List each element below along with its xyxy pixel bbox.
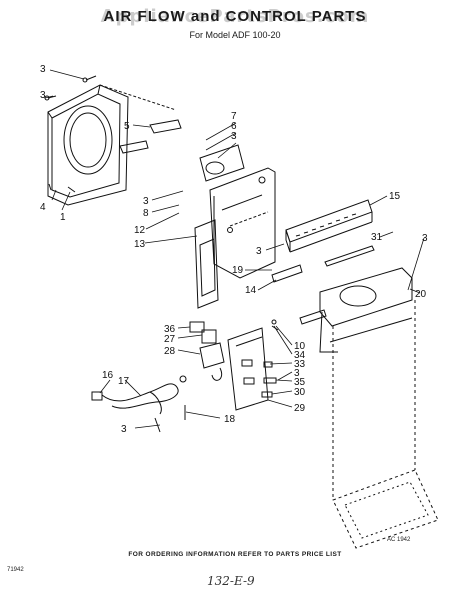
- callout-10: 10: [294, 341, 306, 352]
- callout-3: 3: [121, 424, 127, 435]
- cabinet-base: [319, 267, 439, 549]
- switch-bracket: [227, 327, 269, 411]
- callout-3: 3: [422, 233, 428, 244]
- callout-3: 3: [143, 196, 149, 207]
- callout-1: 1: [60, 212, 66, 223]
- callout-20: 20: [415, 289, 427, 300]
- capacitor-part-6: [199, 144, 245, 182]
- screw-group-top: [44, 75, 97, 193]
- front-grille-panel: [47, 84, 177, 206]
- callout-8: 8: [143, 208, 149, 219]
- callout-18: 18: [224, 414, 236, 425]
- callout-17: 17: [118, 376, 130, 387]
- power-cord-part-16: [91, 383, 179, 415]
- callout-16: 16: [102, 370, 114, 381]
- callout-5: 5: [124, 121, 130, 132]
- strip-part-31: [324, 245, 375, 267]
- callout-36: 36: [164, 324, 176, 335]
- callout-29: 29: [294, 403, 306, 414]
- callout-30: 30: [294, 387, 306, 398]
- callout-33: 33: [294, 359, 306, 370]
- small-parts-33-35-30: [261, 309, 327, 398]
- callout-14: 14: [245, 285, 257, 296]
- callout-3: 3: [40, 64, 46, 75]
- callout-3: 3: [294, 368, 300, 379]
- callout-34: 34: [294, 350, 306, 361]
- callout-19: 19: [232, 265, 244, 276]
- diagram-title: AIR FLOW and CONTROL PARTS: [103, 8, 367, 25]
- callout-6: 6: [231, 121, 237, 132]
- callout-13: 13: [134, 239, 146, 250]
- callout-7: 7: [231, 111, 237, 122]
- callout-3: 3: [256, 246, 262, 257]
- figure-code-left: 71942: [7, 567, 24, 573]
- callout-27: 27: [164, 334, 176, 345]
- callout-3: 3: [40, 90, 46, 101]
- control-housing: [194, 167, 276, 309]
- switch-parts-36-27: [189, 321, 217, 344]
- strain-relief-parts: [154, 375, 187, 433]
- callout-15: 15: [389, 191, 401, 202]
- figure-code-right: AC 1942: [387, 537, 411, 543]
- bracket-part-14: [271, 264, 303, 283]
- handwritten-note: 132-E-9: [207, 574, 255, 588]
- relay-part-28: [199, 342, 225, 381]
- callout-labels: 3 3 5 7 6 3 4 1 3 8 12 13 15 3 31 3 19 1…: [40, 64, 428, 435]
- watermark: AppliancePartsPros.com: [100, 6, 370, 27]
- louver-assembly-part-15: [285, 199, 373, 253]
- callout-31: 31: [371, 232, 383, 243]
- callout-12: 12: [134, 225, 146, 236]
- bracket-part-5: [119, 119, 182, 154]
- callout-4: 4: [40, 202, 46, 213]
- callout-28: 28: [164, 346, 176, 357]
- leader-lines: [44, 69, 425, 429]
- model-subtitle: For Model ADF 100-20: [189, 30, 281, 40]
- ordering-note: FOR ORDERING INFORMATION REFER TO PARTS …: [128, 551, 342, 558]
- callout-35: 35: [294, 377, 306, 388]
- callout-3: 3: [231, 131, 237, 142]
